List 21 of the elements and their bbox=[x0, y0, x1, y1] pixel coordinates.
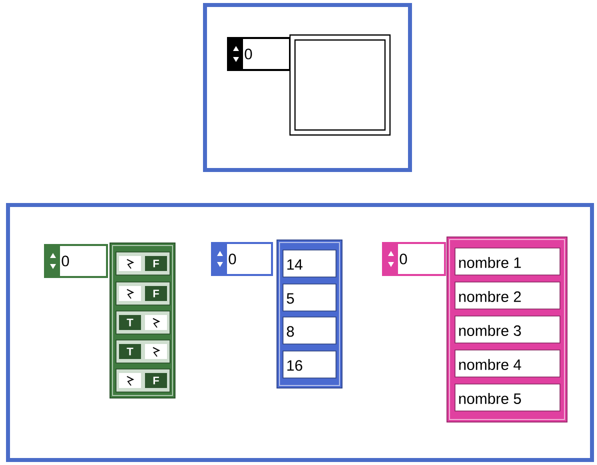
boolean-switch: F bbox=[116, 282, 170, 306]
array-element-field: nombre 4 bbox=[454, 350, 560, 378]
array-element-field: nombre 2 bbox=[454, 282, 560, 310]
boolean-switch: F bbox=[116, 252, 170, 276]
index-display: 0 bbox=[211, 242, 273, 276]
array-element-field: nombre 3 bbox=[454, 316, 560, 344]
boolean-switch: T bbox=[116, 340, 170, 364]
array-element-field: 16 bbox=[282, 350, 336, 378]
array-element-field: 8 bbox=[282, 316, 336, 344]
index-display: 0 bbox=[382, 242, 446, 276]
array-element-field: 14 bbox=[282, 250, 336, 278]
array-element-field: 5 bbox=[282, 284, 336, 312]
array-element-field: nombre 5 bbox=[454, 384, 560, 412]
panel-frame bbox=[203, 3, 412, 172]
array-element-field: nombre 1 bbox=[454, 248, 560, 276]
panel-frame bbox=[6, 203, 594, 462]
boolean-switch: F bbox=[116, 368, 170, 392]
array-element-box bbox=[289, 34, 391, 136]
index-display: 0 bbox=[227, 37, 291, 71]
boolean-switch: T bbox=[116, 310, 170, 334]
index-display: 0 bbox=[44, 244, 108, 278]
